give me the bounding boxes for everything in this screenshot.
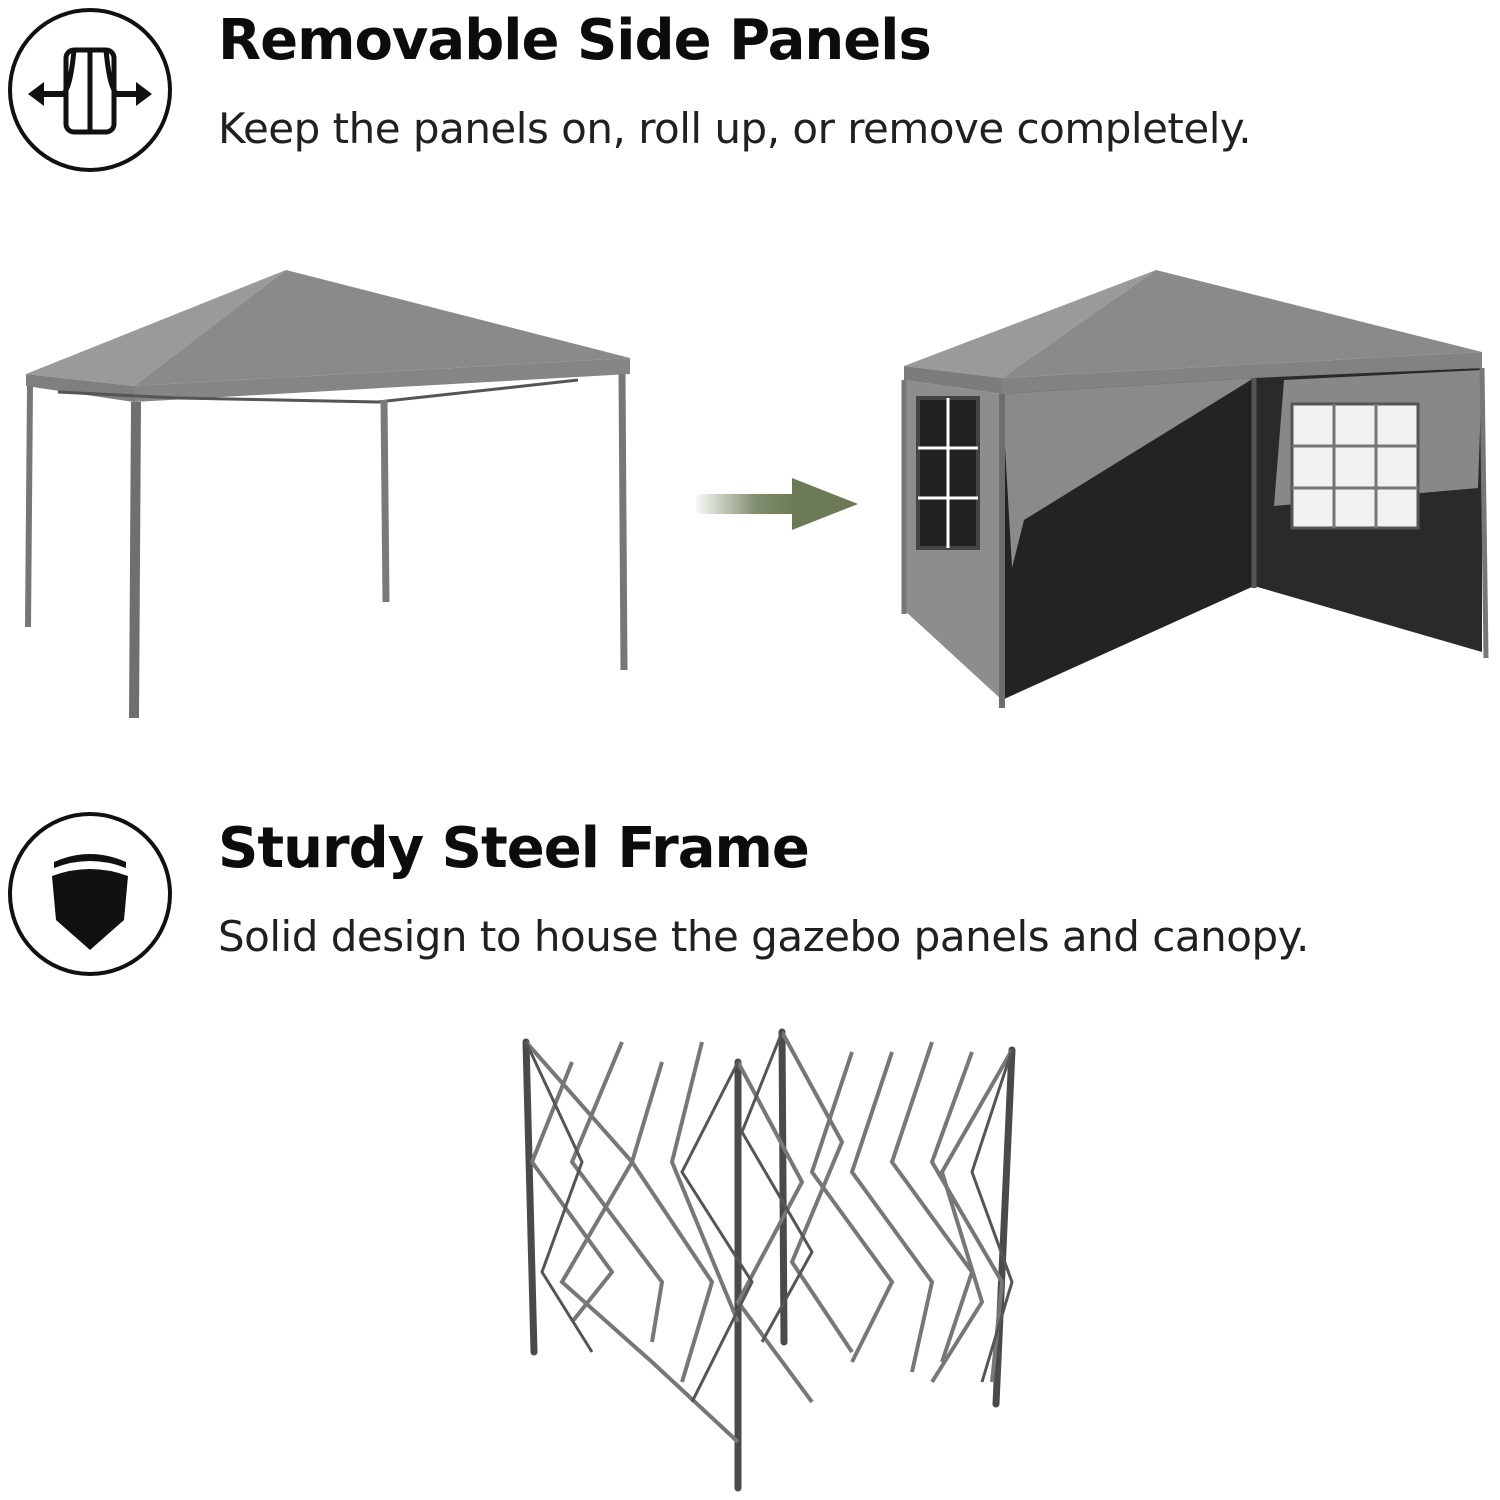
folding-steel-frame [522, 1028, 1016, 1492]
gazebo-without-side-panels [25, 270, 630, 719]
feature-title-side-panels: Removable Side Panels [218, 8, 932, 73]
side-panel-icon-badge [8, 8, 172, 172]
side-panel-arrows-icon [28, 47, 152, 135]
feature-title-steel-frame: Sturdy Steel Frame [218, 816, 810, 881]
steel-frame-icon-badge [8, 812, 172, 976]
gazebo-with-side-panels [901, 270, 1489, 708]
feature-description-steel-frame: Solid design to house the gazebo panels … [218, 912, 1309, 961]
arrow-right-icon [696, 478, 858, 530]
shield-icon [52, 854, 128, 950]
feature-description-side-panels: Keep the panels on, roll up, or remove c… [218, 104, 1252, 153]
